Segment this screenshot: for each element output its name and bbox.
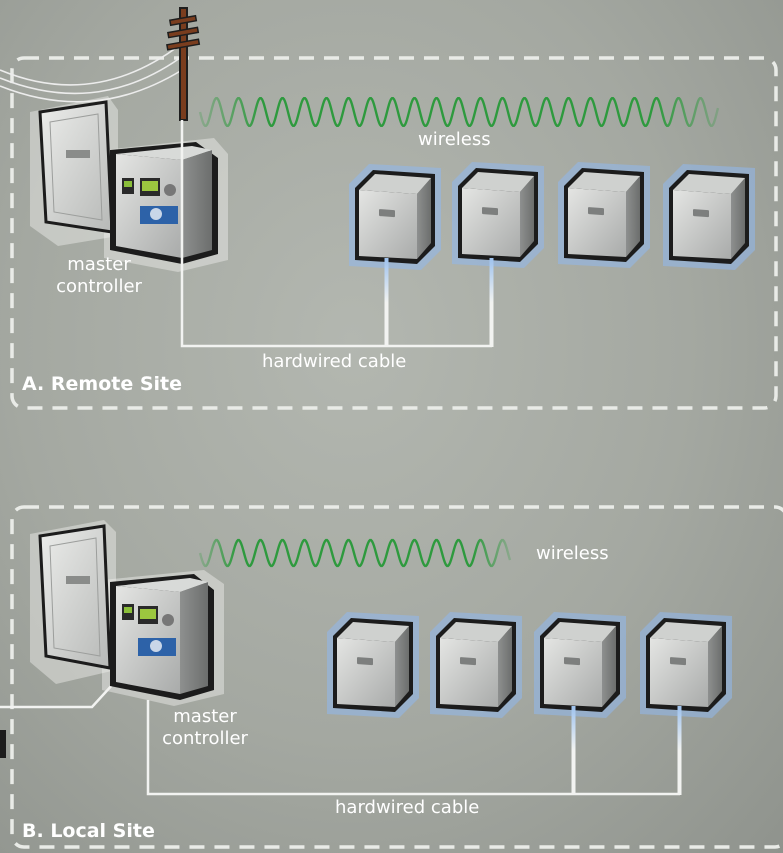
hardwired-cable [384,258,389,347]
hardwired-cable [489,258,494,347]
utility-pole-icon [166,7,201,121]
hardwired-cable [677,706,682,795]
site-a-remote [0,7,778,410]
satellite-controller-icon [452,162,544,268]
satellite-controller-icon [430,612,522,718]
site-a-master-label-line2: controller [56,276,142,297]
site-a-wireless-label: wireless [418,129,491,150]
wireless-wave-icon [198,538,512,568]
satellite-controller-icon [663,164,755,270]
site-b-master-label-line1: master [173,706,237,727]
satellite-controller-icon [558,162,650,268]
satellite-controller-icon [534,612,626,718]
satellite-controller-icon [349,164,441,270]
site-a-border [10,56,778,410]
hardwired-cable [571,706,576,795]
site-b-master-label-line2: controller [162,728,248,749]
hardwired-cable [146,700,680,796]
master-controller-icon [30,520,224,706]
satellite-controller-icon [640,612,732,718]
master-controller-icon [30,96,228,272]
site-a-cable-label: hardwired cable [262,351,407,372]
site-b-local [0,505,783,849]
site-b-cable-label: hardwired cable [335,797,480,818]
power-line [0,44,181,86]
hardwired-cable [180,120,492,348]
wireless-wave-icon [198,96,720,128]
power-line [0,57,181,95]
site-b-border [10,505,783,849]
site-a-title: A. Remote Site [22,373,183,395]
power-line [0,69,183,103]
site-a-master-label-line1: master [67,254,131,275]
site-b-wireless-label: wireless [536,543,609,564]
satellite-controller-icon [327,612,419,718]
connector-tab [0,730,6,758]
site-b-title: B. Local Site [22,820,155,842]
